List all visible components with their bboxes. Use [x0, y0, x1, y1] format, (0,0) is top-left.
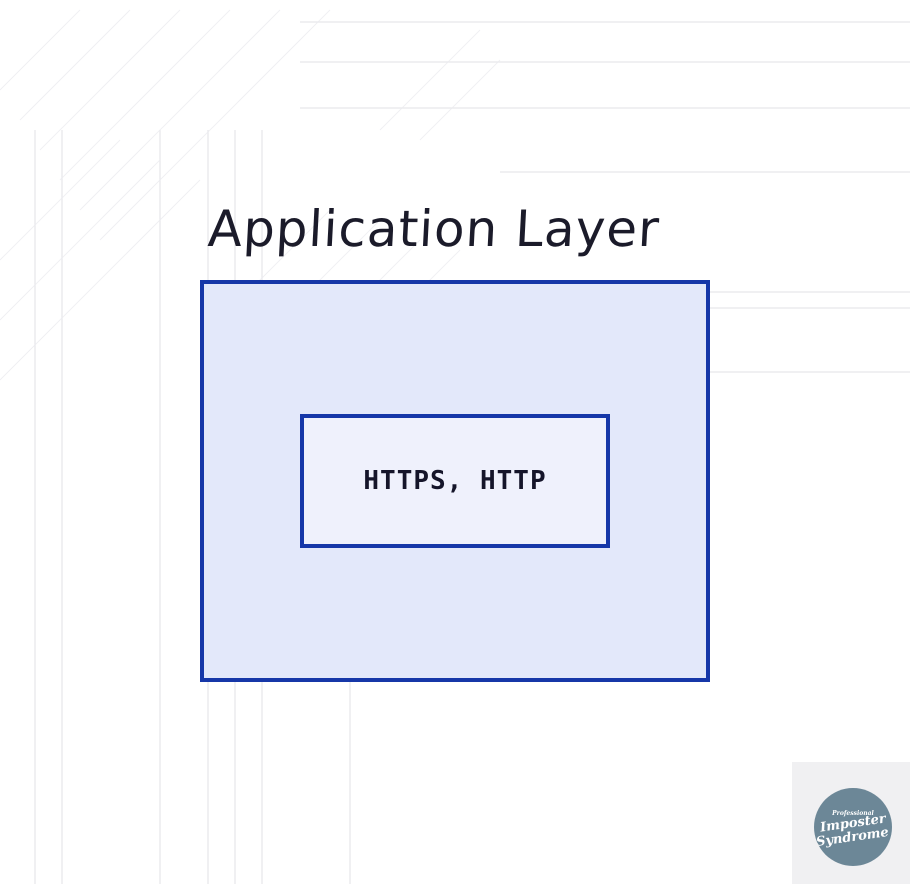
logo-line-1: Professional — [832, 809, 874, 817]
logo-watermark: Professional Imposter Syndrome — [792, 762, 910, 884]
protocols-box: HTTPS, HTTP — [300, 414, 610, 548]
protocols-label: HTTPS, HTTP — [363, 466, 547, 496]
imposter-syndrome-logo: Professional Imposter Syndrome — [814, 788, 892, 866]
diagram-title: Application Layer — [206, 200, 662, 258]
